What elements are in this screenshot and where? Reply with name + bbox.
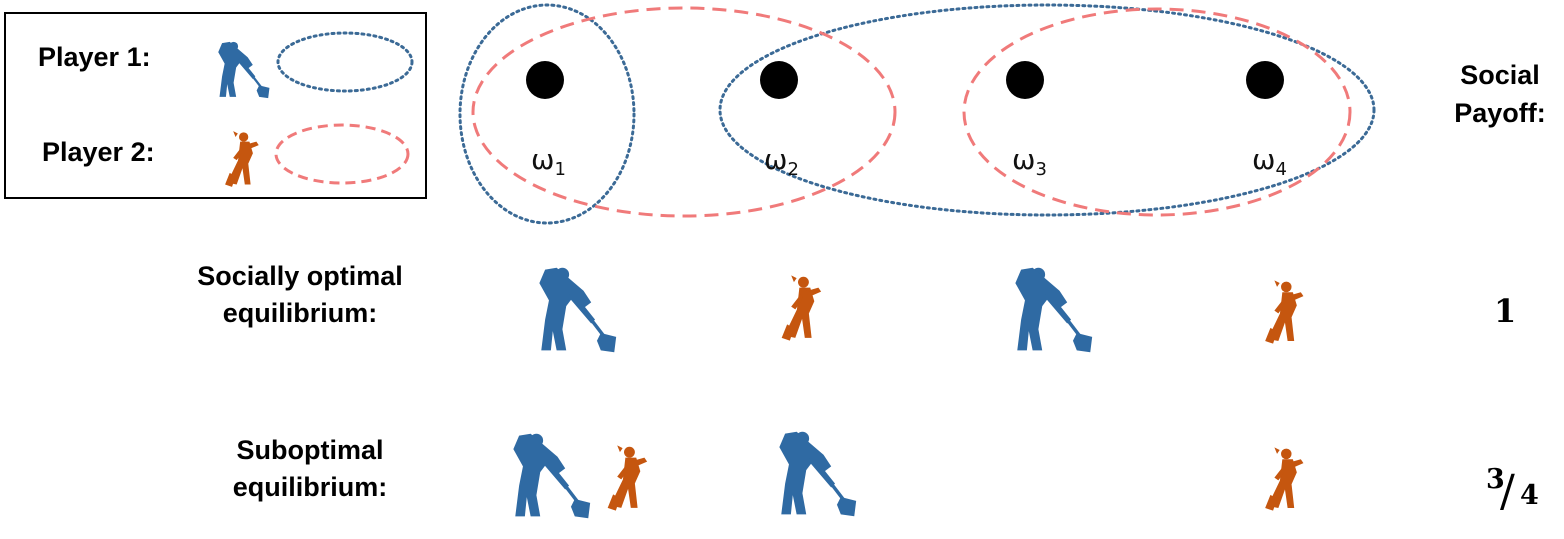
optimal-omega1-player1-digger-icon <box>539 267 617 353</box>
suboptimal-omega2-player1-digger-icon <box>779 431 857 517</box>
payoff-suboptimal: 3 / 4 <box>1486 464 1539 517</box>
state-label-omega2: ω2 <box>764 143 799 180</box>
player1-cell-omega2-4 <box>718 3 1376 217</box>
state-label-omega3: ω3 <box>1012 143 1047 180</box>
optimal-omega4-player2-digger-icon <box>1265 280 1304 344</box>
state-dot-omega4 <box>1246 61 1284 99</box>
player2-cell-omega3-4 <box>962 7 1352 217</box>
state-dot-omega1 <box>526 61 564 99</box>
state-dot-omega2 <box>760 61 798 99</box>
optimal-omega3-player1-digger-icon <box>1015 267 1093 353</box>
legend-box <box>4 12 427 199</box>
optimal-omega2-player2-digger-icon <box>781 275 822 341</box>
legend-player1-label: Player 1: <box>38 42 151 72</box>
suboptimal-omega1-player2-digger-icon <box>607 445 648 511</box>
state-label-omega4: ω4 <box>1252 143 1287 180</box>
player1-cell-omega1 <box>458 3 636 225</box>
payoff-socially-optimal: 1 <box>1494 292 1517 330</box>
legend-player2-partition-sample <box>274 123 410 185</box>
player2-cell-omega1-2 <box>471 6 897 218</box>
legend-player2-label: Player 2: <box>42 137 155 167</box>
social-payoff-header: Social Payoff: <box>1454 60 1546 128</box>
row-label-socially-optimal: Socially optimal equilibrium: <box>197 261 403 328</box>
row-label-suboptimal: Suboptimal equilibrium: <box>232 435 388 502</box>
state-dot-omega3 <box>1006 61 1044 99</box>
suboptimal-omega1-player1-digger-icon <box>513 433 591 519</box>
legend-player1-partition-sample <box>276 31 414 93</box>
state-label-omega1: ω1 <box>531 143 566 180</box>
suboptimal-omega4-player2-digger-icon <box>1265 447 1304 511</box>
